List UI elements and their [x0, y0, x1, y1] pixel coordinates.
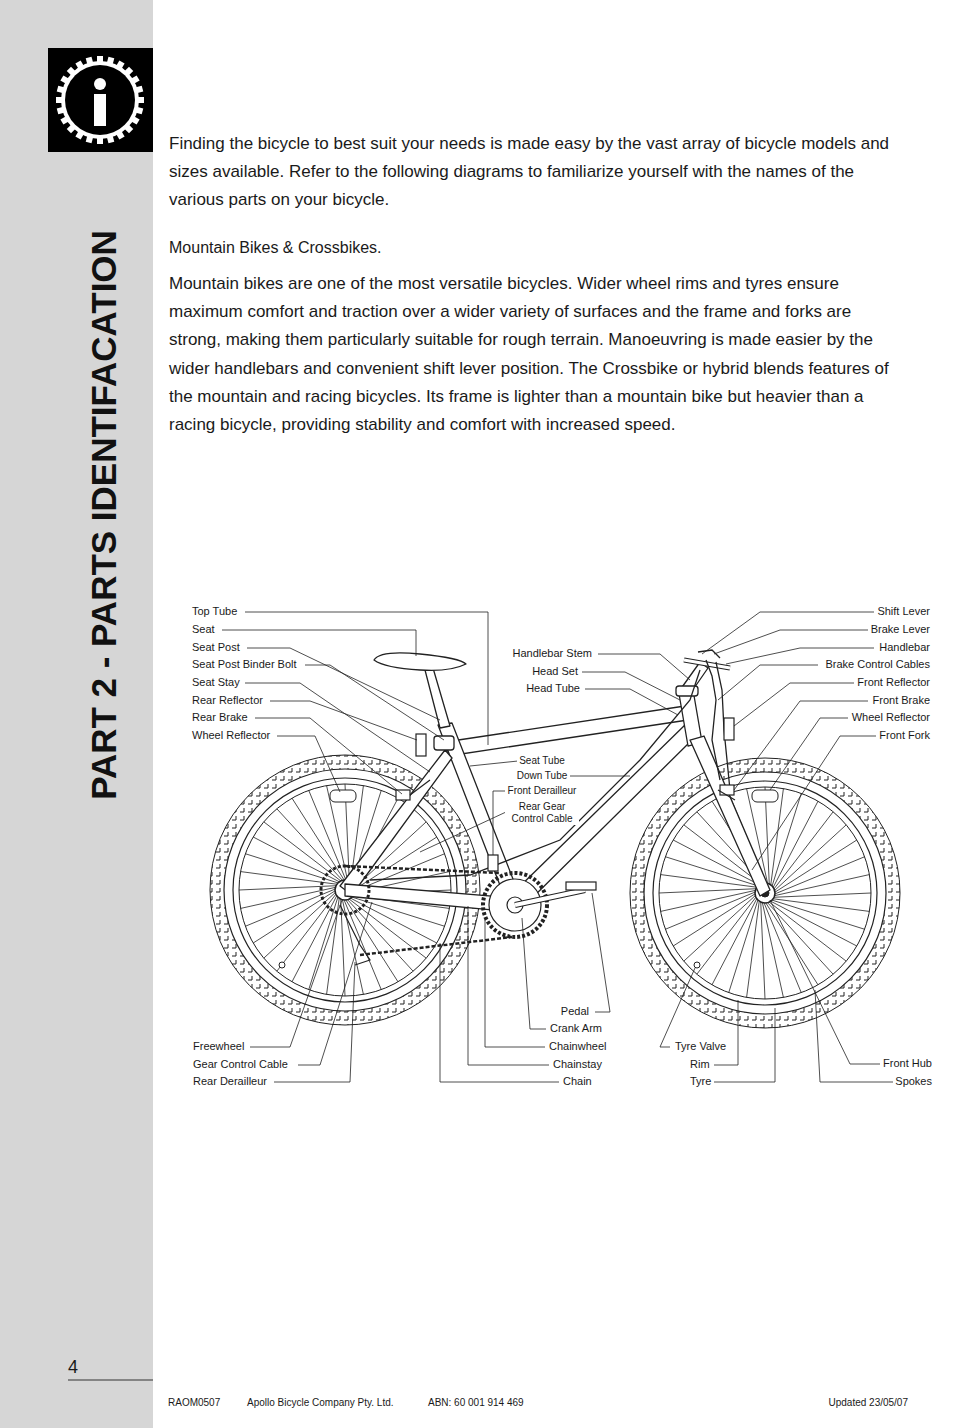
part-label: Rim — [688, 1058, 712, 1071]
part-label: Gear Control Cable — [191, 1058, 290, 1071]
intro-paragraph: Finding the bicycle to best suit your ne… — [169, 130, 899, 215]
part-label: Head Set — [530, 665, 580, 678]
part-label: Front Brake — [871, 694, 932, 707]
footer-code: RAOM0507 — [168, 1397, 220, 1409]
wheel-reflector — [330, 790, 356, 802]
part-label: Top Tube — [190, 605, 239, 618]
page-rule — [68, 1380, 153, 1381]
page-number: 4 — [68, 1357, 78, 1379]
part-label: Chainstay — [551, 1058, 604, 1071]
part-label: Spokes — [893, 1075, 934, 1088]
part-label: Seat Stay — [190, 676, 242, 689]
part-label: Wheel Reflector — [190, 729, 272, 742]
part-label: Brake Control Cables — [823, 658, 932, 671]
handlebar — [370, 650, 730, 880]
info-icon-box — [48, 48, 153, 152]
part-label: Pedal — [559, 1005, 591, 1018]
leader-lines — [222, 612, 903, 1082]
part-label: Rear Reflector — [190, 694, 265, 707]
gear-icon — [56, 56, 144, 144]
part-label: Seat — [190, 623, 217, 636]
section-heading: Mountain Bikes & Crossbikes. — [169, 238, 382, 257]
part-label: Front Fork — [877, 729, 932, 742]
footer-company: Apollo Bicycle Company Pty. Ltd. — [247, 1397, 394, 1409]
drivetrain — [321, 855, 596, 965]
part-label: Rear Gear Control Cable — [505, 801, 579, 825]
part-label: Freewheel — [191, 1040, 246, 1053]
part-label: Front Derailleur — [506, 785, 579, 797]
part-label: Head Tube — [524, 682, 582, 695]
part-label: Rear Derailleur — [191, 1075, 269, 1088]
part-label: Brake Lever — [869, 623, 932, 636]
part-label: Chain — [561, 1075, 594, 1088]
page-title: PART 2 - PARTS IDENTIFACATION — [83, 230, 125, 800]
part-label: Front Hub — [881, 1057, 934, 1070]
part-label: Down Tube — [515, 770, 570, 782]
brakes — [396, 718, 735, 800]
footer-abn: ABN: 60 001 914 469 — [428, 1397, 524, 1409]
tyre-valve — [694, 962, 700, 968]
part-label: Seat Tube — [517, 755, 567, 767]
part-label: Seat Post — [190, 641, 242, 654]
footer-date: Updated 23/05/07 — [828, 1397, 908, 1409]
part-label: Tyre Valve — [673, 1040, 728, 1053]
part-label: Handlebar Stem — [511, 647, 595, 660]
part-label: Tyre — [688, 1075, 713, 1088]
part-label: Chainwheel — [547, 1040, 608, 1053]
body-paragraph: Mountain bikes are one of the most versa… — [169, 270, 899, 439]
part-label: Front Reflector — [855, 676, 932, 689]
part-label: Handlebar — [877, 641, 932, 654]
part-label: Crank Arm — [548, 1022, 604, 1035]
part-label: Rear Brake — [190, 711, 250, 724]
frame — [340, 653, 770, 912]
part-label: Seat Post Binder Bolt — [190, 658, 299, 671]
part-label: Shift Lever — [875, 605, 932, 618]
sidebar — [0, 0, 153, 1428]
wheels — [210, 755, 900, 1028]
wheel-reflector — [752, 790, 778, 802]
part-label: Wheel Reflector — [850, 711, 932, 724]
